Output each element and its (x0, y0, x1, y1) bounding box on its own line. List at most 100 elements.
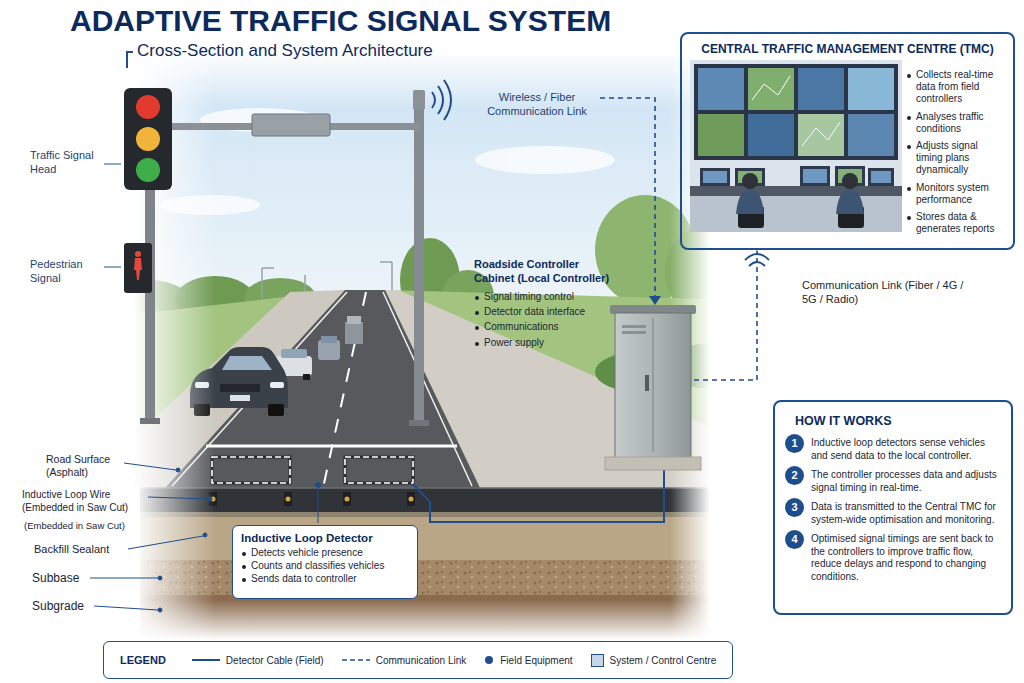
controller-cabinet-node: Roadside Controller Cabinet (Local Contr… (470, 254, 694, 470)
legend-text: Communication Link (376, 655, 467, 666)
subtitle-bracket (127, 52, 133, 68)
road-markings (172, 292, 472, 488)
annotation-label: Road Surface (Asphalt) (46, 453, 120, 479)
annotation-label: Inductive Loop Wire (Embedded in Saw Cut… (22, 489, 144, 514)
bullet-text: Counts and classifies vehicles (251, 560, 409, 572)
annotation-label: Traffic Signal Head (30, 149, 100, 177)
step-text: Data is transmitted to the Central TMC f… (811, 501, 1001, 526)
step-text: The controller processes data and adjust… (811, 469, 1001, 494)
bullet-item: Communications (474, 321, 612, 333)
annotation-label: (Embedded in Saw Cut) (24, 520, 146, 532)
bullet-item: Detector data interface (474, 306, 612, 318)
bullet-text: Monitors system performance (916, 182, 1005, 206)
wireless-link-arrowhead (649, 296, 661, 305)
annotation-label: Cross-Section and System Architecture (137, 40, 557, 61)
annotation-label: Backfill Sealant (34, 543, 124, 557)
traffic-signal-head (124, 88, 172, 190)
detector-cable (413, 470, 664, 522)
loop-detector-callout: Inductive Loop DetectorDetects vehicle p… (232, 525, 418, 599)
legend-text: System / Control Centre (610, 655, 717, 666)
controller-cabinet (605, 305, 701, 470)
cars (190, 316, 363, 416)
legend-box: LEGEND Detector Cable (Field) Communicatio… (103, 641, 733, 679)
legend-dot-sample (484, 655, 494, 665)
bullet-dot (242, 552, 246, 556)
callout-heading: Inductive Loop Detector (241, 531, 409, 545)
pedestrian-signal (124, 243, 152, 293)
legend-line-sample (192, 656, 220, 664)
legend-line (192, 659, 220, 661)
bullet-dot (242, 578, 246, 582)
legend-swatch (591, 654, 604, 667)
how-it-works-panel: HOW IT WORKS Inductive loop detectors sen… (773, 400, 1013, 615)
bullet-dot (475, 342, 479, 346)
legend-item: Field Equipment (484, 655, 572, 666)
legend-item: Communication Link (342, 655, 467, 666)
panel-heading: CENTRAL TRAFFIC MANAGEMENT CENTRE (TMC) (690, 42, 1005, 57)
bullet-text: Power supply (484, 337, 612, 349)
bullet-text: Detector data interface (484, 306, 612, 318)
bullet-item: Adjusts signal timing plans dynamically (906, 140, 1005, 177)
bullet-dot (907, 187, 911, 191)
legend-dashed-sample (342, 656, 370, 664)
edge-label: Communication Link (Fiber / 4G / 5G / Ra… (802, 278, 967, 306)
step-number-circle: 4 (785, 530, 804, 549)
bullet-text: Signal timing control (484, 291, 612, 303)
bullet-item: Analyses traffic conditions (906, 111, 1005, 135)
panel-heading: HOW IT WORKS (795, 414, 1001, 429)
bullet-item: Counts and classifies vehicles (241, 560, 409, 572)
bullet-list: Signal timing controlDetector data inter… (474, 291, 612, 349)
bullet-item: Collects real-time data from field contr… (906, 69, 1005, 106)
step-number: 3 (785, 498, 804, 517)
step-number: 1 (785, 434, 804, 453)
bullet-text: Collects real-time data from field contr… (916, 69, 1005, 106)
bullet-dot (475, 326, 479, 330)
bullet-item: Signal timing control (474, 291, 612, 303)
step-number: 4 (785, 530, 804, 549)
bullet-dot (475, 296, 479, 300)
legend-text: Detector Cable (Field) (226, 655, 324, 666)
bullet-dot (475, 311, 479, 315)
legend-line (342, 659, 370, 661)
bullet-item: Sends data to controller (241, 573, 409, 585)
bullet-dot (907, 216, 911, 220)
bullet-dot (907, 145, 911, 149)
step-number-circle: 3 (785, 498, 804, 517)
bullet-list: Detects vehicle presenceCounts and class… (241, 547, 409, 586)
step-number-circle: 1 (785, 434, 804, 453)
annotation-label: Subbase (32, 571, 92, 586)
annotation-label: Wireless / Fiber Communication Link (478, 91, 596, 119)
step-text: Inductive loop detectors sense vehicles … (811, 437, 1001, 462)
diagram-title: ADAPTIVE TRAFFIC SIGNAL SYSTEM (70, 3, 611, 39)
cabinet-heading: Roadside Controller Cabinet (Local Contr… (474, 258, 612, 285)
wireless-link-line (600, 98, 655, 297)
annotation-label: Subgrade (32, 599, 92, 614)
bullet-dot (242, 565, 246, 569)
legend-title: LEGEND (120, 654, 166, 666)
road-loops (212, 457, 413, 483)
bullet-text: Sends data to controller (251, 573, 409, 585)
bullet-item: Power supply (474, 337, 612, 349)
step-number: 2 (785, 466, 804, 485)
clouds (160, 108, 615, 215)
step-number-circle: 2 (785, 466, 804, 485)
control-room-illustration (690, 60, 902, 232)
annotation-label: Pedestrian Signal (30, 258, 100, 286)
bullet-text: Stores data & generates reports (916, 211, 1005, 235)
antenna (413, 80, 451, 120)
legend-text: Field Equipment (500, 655, 572, 666)
bullet-item: Detects vehicle presence (241, 547, 409, 559)
communication-link-connector (694, 250, 757, 380)
tmc-panel: CENTRAL TRAFFIC MANAGEMENT CENTRE (TMC) C… (680, 32, 1015, 250)
bullet-text: Communications (484, 321, 612, 333)
bullet-dot (907, 74, 911, 78)
bullet-text: Adjusts signal timing plans dynamically (916, 140, 1005, 177)
legend-dot (485, 656, 493, 664)
legend-item: Detector Cable (Field) (192, 655, 324, 666)
bullet-text: Analyses traffic conditions (916, 111, 1005, 135)
legend-item: System / Control Centre (591, 654, 717, 667)
bullet-item: Stores data & generates reports (906, 211, 1005, 235)
label-column: Roadside Controller Cabinet (Local Contr… (474, 258, 612, 349)
step-text: Optimised signal timings are sent back t… (811, 533, 1001, 583)
